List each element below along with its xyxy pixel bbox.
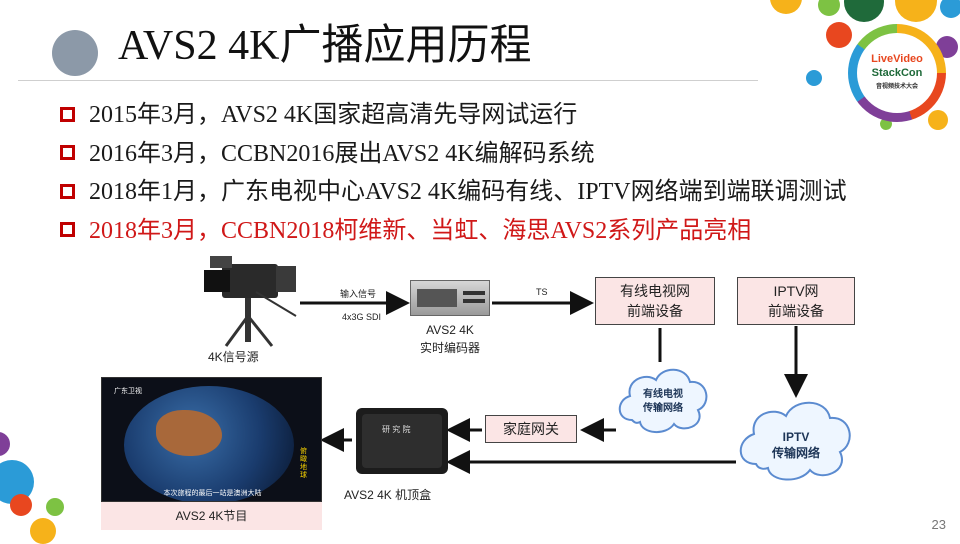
home-gateway-box: 家庭网关 [485,415,577,443]
bullet-item: 2016年3月，CCBN2016展出AVS2 4K编解码系统 [60,135,847,174]
tv-side-text: 俯瞰地球 [300,448,307,479]
bullet-text: 2015年3月，AVS2 4K国家超高清先导网试运行 [89,102,578,129]
logo-line1: LiveVideo [871,53,923,65]
source-label: 4K信号源 [208,350,259,364]
logo-line3: 音视频技术大会 [875,84,918,90]
tv-channel-logo: 广东卫视 [114,388,142,395]
bullet-item: 2018年1月，广东电视中心AVS2 4K编码有线、IPTV网络端到端联调测试 [60,173,847,212]
iptv-cloud-line2: 传输网络 [771,446,820,460]
square-bullet-icon [60,222,75,238]
bullet-text: 2016年3月，CCBN2016展出AVS2 4K编解码系统 [89,140,595,167]
iptv-headend-box: IPTV网 前端设备 [737,277,855,325]
iptv-network-cloud-icon [739,401,851,481]
logo-line2: StackCon [871,67,923,79]
cable-cloud-line2: 传输网络 [643,403,683,414]
cable-headend-line2: 前端设备 [627,303,683,319]
page-title: AVS2 4K广播应用历程 [118,23,532,69]
page-number: 23 [931,517,946,532]
corner-decoration-bottom [0,420,80,544]
square-bullet-icon [60,145,75,161]
tv-continent-shape [156,410,222,456]
iptv-headend-line2: 前端设备 [768,303,824,319]
camera-icon [204,256,297,347]
cable-headend-box: 有线电视网 前端设备 [595,277,715,325]
cable-network-cloud-icon [618,368,708,433]
bullet-item: 2015年3月，AVS2 4K国家超高清先导网试运行 [60,96,847,135]
title-divider [18,80,758,81]
bullet-text-highlight: 2018年3月，CCBN2018柯维新、当虹、海思AVS2系列产品亮相 [89,217,752,244]
encoder-label-line2: 实时编码器 [419,341,480,355]
stb-brand-label: 研 究 院 [382,425,411,434]
input-signal-label: 输入信号 [340,289,377,299]
tv-subtitle: 本次旅程的最后一站是澳洲大陆 [163,490,262,497]
input-format-label: 4x3G SDI [342,312,382,322]
iptv-headend-line1: IPTV网 [773,283,819,299]
title-bullet-dot [52,30,98,76]
encoder-device-image [410,280,490,316]
program-label: AVS2 4K节目 [175,509,248,523]
stb-label: AVS2 4K 机顶盒 [344,488,432,502]
square-bullet-icon [60,183,75,199]
livevideo-stackcon-logo: LiveVideo StackCon 音视频技术大会 [848,24,946,122]
bullet-item: 2018年3月，CCBN2018柯维新、当虹、海思AVS2系列产品亮相 [60,212,847,251]
cable-cloud-line1: 有线电视 [643,389,683,400]
encoder-label-line1: AVS2 4K [426,323,474,337]
iptv-cloud-line1: IPTV [782,430,810,444]
tv-frame: 广东卫视 本次旅程的最后一站是澳洲大陆 俯瞰地球 [101,377,322,502]
ts-label: TS [536,287,548,297]
set-top-box-image: 研 究 院 [356,408,448,474]
cable-headend-line1: 有线电视网 [620,283,690,299]
home-gateway-label: 家庭网关 [503,421,559,437]
bullet-text: 2018年1月，广东电视中心AVS2 4K编码有线、IPTV网络端到端联调测试 [89,179,847,206]
bullet-list: 2015年3月，AVS2 4K国家超高清先导网试运行 2016年3月，CCBN2… [60,96,847,250]
square-bullet-icon [60,106,75,122]
program-label-box: AVS2 4K节目 [101,502,322,530]
